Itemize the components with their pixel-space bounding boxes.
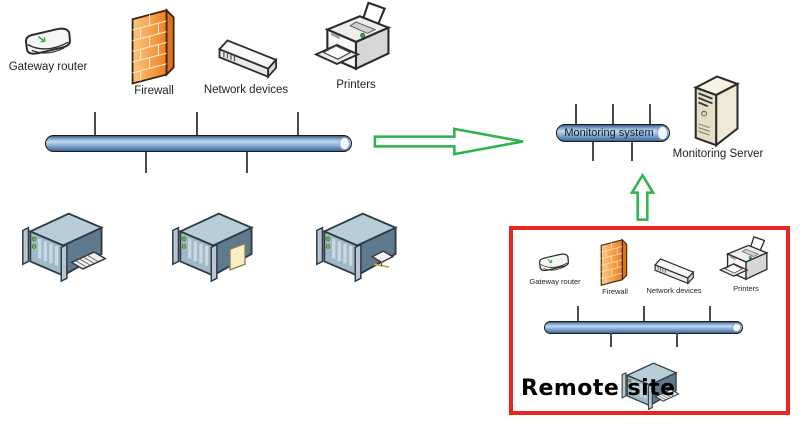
bus-tap-line — [592, 142, 594, 161]
gateway-router-icon — [25, 27, 71, 55]
firewall-icon — [131, 9, 175, 85]
remote-network-bus — [544, 321, 743, 334]
bus-tap-line — [94, 112, 96, 135]
printers-label: Printers — [336, 79, 376, 91]
network-devices-icon — [218, 39, 277, 78]
bus-tap-line — [145, 152, 147, 173]
flow-arrow-up-icon — [630, 174, 655, 221]
printers-icon — [314, 1, 390, 70]
printers-icon — [719, 236, 768, 280]
firewall-label: Firewall — [602, 287, 628, 296]
firewall-label: Firewall — [134, 85, 174, 97]
bus-tap-line — [577, 306, 579, 321]
gateway-router-label: Gateway router — [8, 61, 88, 73]
rack-server-icon — [21, 211, 107, 283]
remote-site-box: Gateway router Firewall Network devices … — [509, 226, 790, 415]
firewall-icon — [600, 239, 628, 286]
gateway-router-label: Gateway router — [529, 277, 581, 286]
bus-tap-line — [643, 306, 645, 321]
bus-tap-line — [709, 306, 711, 321]
bus-tap-line — [631, 142, 633, 161]
network-devices-icon — [654, 258, 694, 285]
bus-tap-line — [676, 333, 678, 347]
monitoring-server-label: Monitoring Server — [672, 148, 764, 160]
rack-server-icon — [315, 211, 398, 283]
monitoring-system-label: Monitoring system — [564, 127, 654, 139]
gateway-router-icon — [538, 253, 570, 272]
network-devices-label: Network devices — [646, 286, 702, 295]
bus-tap-line — [612, 104, 614, 125]
monitoring-server-icon — [694, 75, 739, 147]
bus-tap-line — [196, 112, 198, 135]
rack-server-icon — [171, 211, 254, 283]
bus-tap-line — [649, 104, 651, 125]
network-devices-label: Network devices — [203, 84, 289, 96]
bus-tap-line — [297, 112, 299, 135]
remote-site-title: Remote site — [521, 376, 676, 401]
bus-tap-line — [610, 333, 612, 347]
bus-tap-line — [246, 152, 248, 173]
main-network-bus — [45, 135, 352, 152]
printers-label: Printers — [733, 284, 759, 293]
flow-arrow-right-icon — [373, 127, 525, 156]
bus-tap-line — [575, 104, 577, 125]
monitoring-system-bus: Monitoring system — [556, 124, 670, 142]
